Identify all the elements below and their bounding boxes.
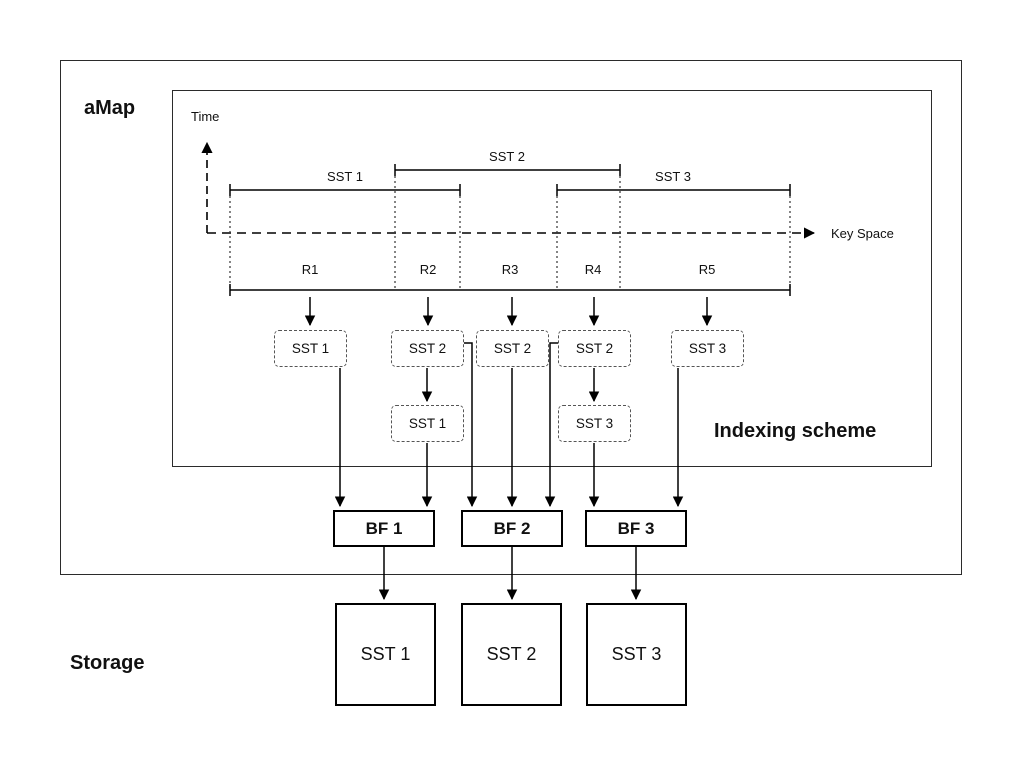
storage-sst2: SST 2 [461,603,562,706]
storage-sst3: SST 3 [586,603,687,706]
sst3-span-label: SST 3 [655,169,691,184]
amap-title: aMap [84,97,136,119]
bloom-filter-1: BF 1 [333,510,435,547]
index-box-r5-sst3: SST 3 [671,330,744,367]
arrow-sst2a-bf2 [464,342,478,508]
index-box-r4-sst3: SST 3 [558,405,631,442]
sst1-span-bracket [229,184,461,196]
index-box-r2-sst2: SST 2 [391,330,464,367]
sst2-span-bracket [394,164,621,176]
sst2-span-label: SST 2 [489,149,525,164]
indexing-scheme-title: Indexing scheme [714,420,877,442]
region-r4-label: R4 [584,262,602,277]
region-range-line [229,284,791,296]
bloom-filter-3: BF 3 [585,510,687,547]
storage-title: Storage [70,652,145,674]
key-space-axis-label: Key Space [831,226,894,241]
region-r1-label: R1 [301,262,319,277]
sst1-span-label: SST 1 [327,169,363,184]
time-axis-label: Time [191,109,220,124]
bloom-filter-2: BF 2 [461,510,563,547]
storage-sst1: SST 1 [335,603,436,706]
region-r5-label: R5 [698,262,716,277]
amap-frame [60,60,962,575]
index-box-r1-sst1: SST 1 [274,330,347,367]
indexing-scheme-frame [172,90,932,467]
sst3-span-bracket [556,184,791,196]
index-box-r3-sst2: SST 2 [476,330,549,367]
index-box-r4-sst2: SST 2 [558,330,631,367]
index-box-r2-sst1: SST 1 [391,405,464,442]
region-r2-label: R2 [419,262,437,277]
region-boundary-guides [229,176,791,290]
arrow-sst2c-bf2 [544,342,558,508]
region-r3-label: R3 [501,262,519,277]
